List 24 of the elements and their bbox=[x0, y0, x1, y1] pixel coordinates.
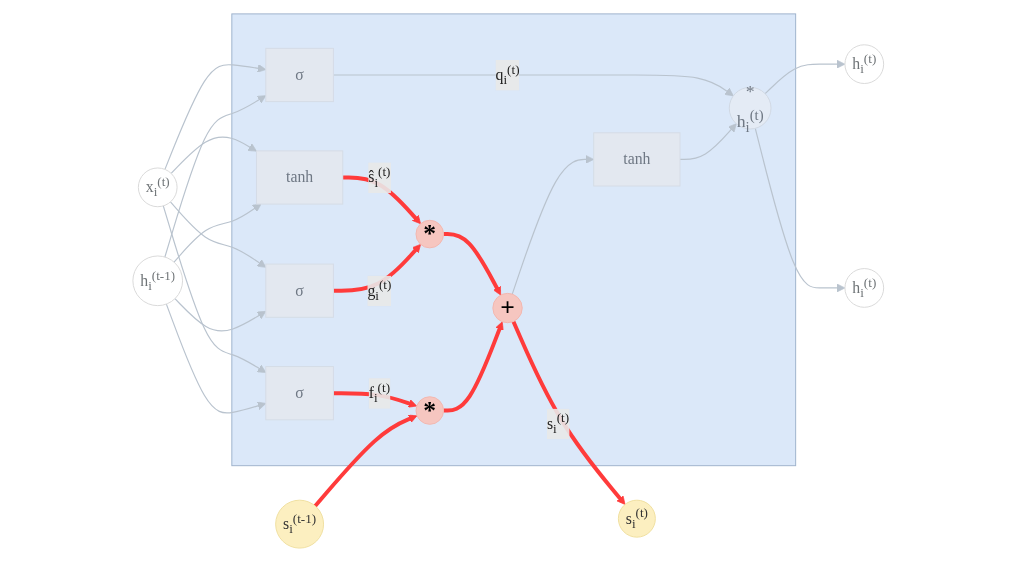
node-box: σ bbox=[265, 366, 335, 421]
arrow bbox=[170, 136, 258, 174]
arrow bbox=[162, 205, 267, 373]
node-box: σ bbox=[265, 47, 335, 103]
node-box: tanh bbox=[256, 150, 344, 205]
node-box: σ bbox=[265, 263, 335, 318]
arrow bbox=[679, 123, 737, 160]
node-circle: + bbox=[492, 292, 523, 324]
cluster bbox=[231, 13, 797, 467]
arrow bbox=[511, 320, 626, 505]
arrow bbox=[764, 59, 846, 95]
arrow bbox=[443, 321, 504, 413]
arrow bbox=[164, 64, 267, 170]
arrow bbox=[313, 414, 418, 508]
node-circle: * bbox=[415, 219, 445, 249]
arrow bbox=[443, 232, 502, 296]
arrow bbox=[333, 74, 734, 97]
arrow bbox=[754, 127, 846, 293]
arrow bbox=[174, 298, 267, 332]
arrow bbox=[511, 155, 595, 295]
arrow bbox=[164, 95, 267, 258]
node-box: tanh bbox=[593, 132, 681, 187]
node-circle: * bbox=[415, 396, 445, 425]
arrow bbox=[166, 303, 267, 414]
